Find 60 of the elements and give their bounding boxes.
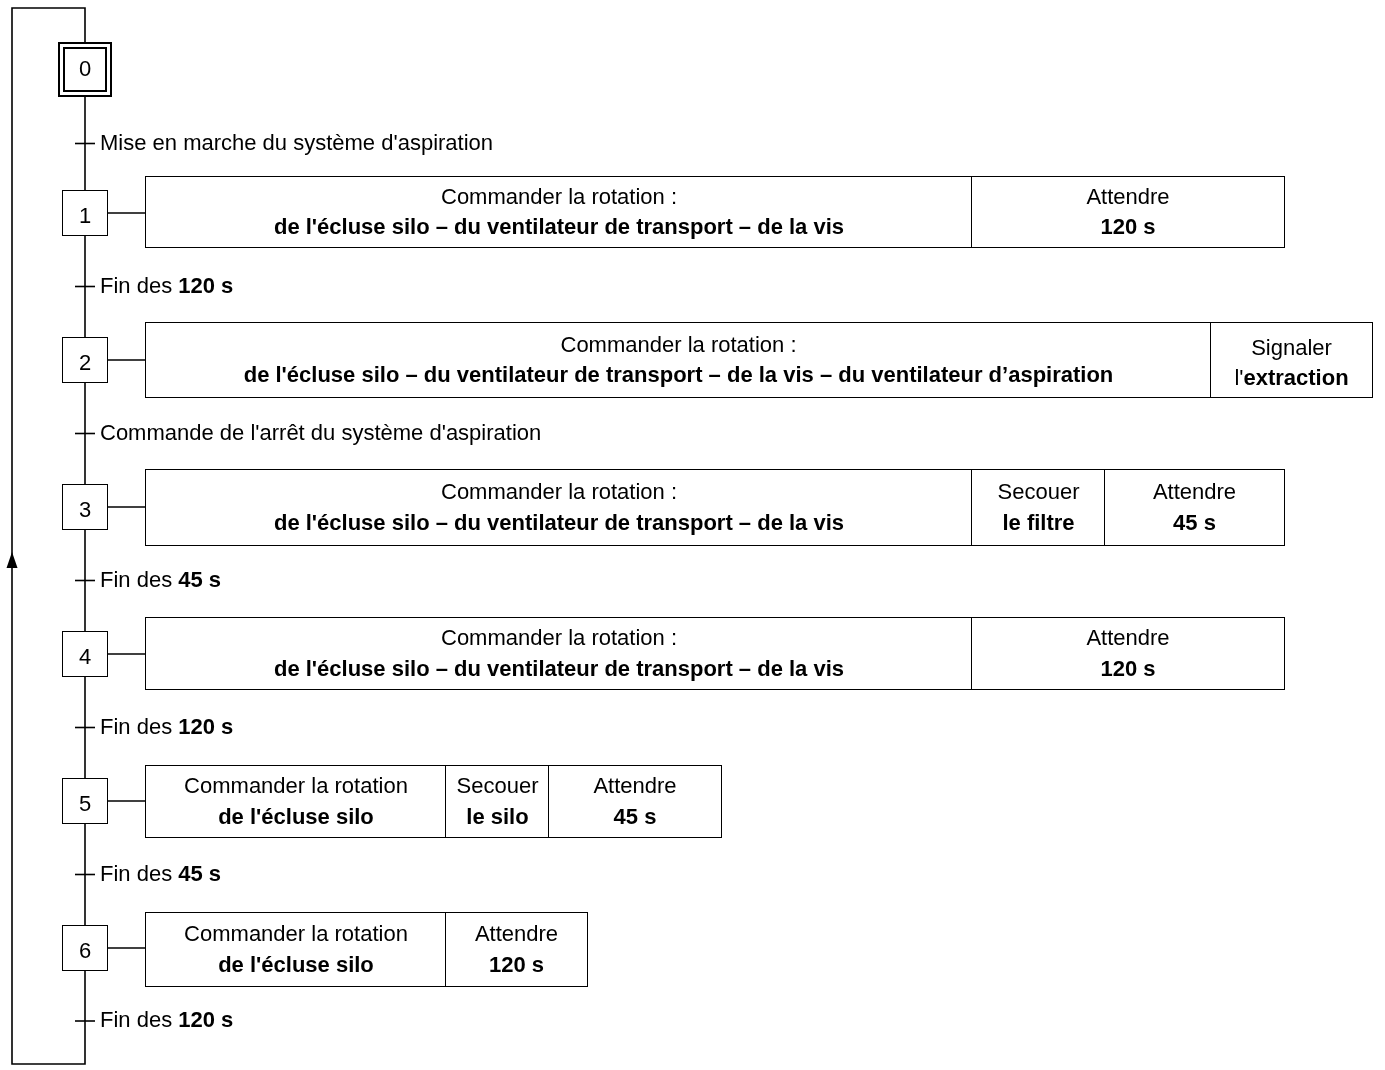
action-detail: de l'écluse silo – du ventilateur de transport – de la vis [273, 654, 845, 683]
action-heading: Commander la rotation : [560, 330, 797, 359]
action-cell [445, 912, 588, 987]
step-box: 1 [62, 190, 108, 236]
link-line [74, 529, 96, 632]
action-cell: Signaler l'extraction [1210, 322, 1373, 398]
link-line [107, 800, 146, 802]
loop-arrow [6, 7, 96, 1065]
action-cell [145, 469, 973, 546]
action-cell [548, 765, 722, 838]
step-box: 4 [62, 631, 108, 677]
action-cell [971, 617, 1285, 690]
step-box: 3 [62, 484, 108, 530]
action-heading: Attendre [474, 920, 559, 949]
step-box: 6 [62, 925, 108, 971]
link-line [107, 653, 146, 655]
action-cell [145, 322, 1212, 398]
action-cell [145, 912, 447, 987]
link-line [74, 382, 96, 485]
action-detail: 45 s [1173, 508, 1216, 537]
action-detail: 120 s [488, 950, 545, 979]
action-detail: le silo [466, 802, 529, 831]
link-line [107, 359, 146, 361]
step-box: 2 [62, 337, 108, 383]
action-heading: Commander la rotation [184, 920, 408, 949]
action-cell [971, 176, 1285, 248]
action-detail: de l'écluse silo – du ventilateur de transport – de la vis – du ventilateur d’aspiration [243, 361, 1114, 389]
initial-step-box: 0 [58, 42, 112, 97]
link-line [107, 947, 146, 949]
action-detail: de l'écluse silo – du ventilateur de transport – de la vis [273, 213, 845, 241]
action-heading: Commander la rotation [184, 772, 408, 801]
action-cell [145, 176, 973, 248]
action-heading: Commander la rotation : [441, 478, 677, 507]
action-cell [971, 469, 1106, 546]
link-line [74, 96, 96, 191]
action-heading: Commander la rotation : [441, 182, 677, 211]
link-line [74, 823, 96, 926]
action-detail: 120 s [1100, 654, 1156, 683]
action-detail: de l'écluse silo [218, 950, 374, 979]
action-heading: Attendre [1086, 624, 1170, 653]
action-heading: Attendre [593, 772, 677, 801]
link-line [107, 212, 146, 214]
action-heading: Attendre [1086, 182, 1170, 211]
action-detail: de l'écluse silo [218, 802, 374, 831]
action-cell [145, 617, 973, 690]
action-heading: Attendre [1152, 478, 1237, 507]
action-heading: Secouer [456, 772, 539, 801]
link-line [74, 676, 96, 779]
action-detail: de l'écluse silo – du ventilateur de transport – de la vis [273, 508, 845, 537]
action-cell [1104, 469, 1285, 546]
action-cell [445, 765, 550, 838]
action-heading: Commander la rotation : [441, 624, 677, 653]
action-detail: le filtre [1002, 508, 1075, 537]
action-cell [145, 765, 447, 838]
action-detail: 45 s [613, 802, 657, 831]
action-detail: 120 s [1100, 213, 1156, 241]
step-box: 5 [62, 778, 108, 824]
link-line [107, 506, 146, 508]
action-heading: Secouer [997, 478, 1080, 507]
link-line [74, 235, 96, 338]
